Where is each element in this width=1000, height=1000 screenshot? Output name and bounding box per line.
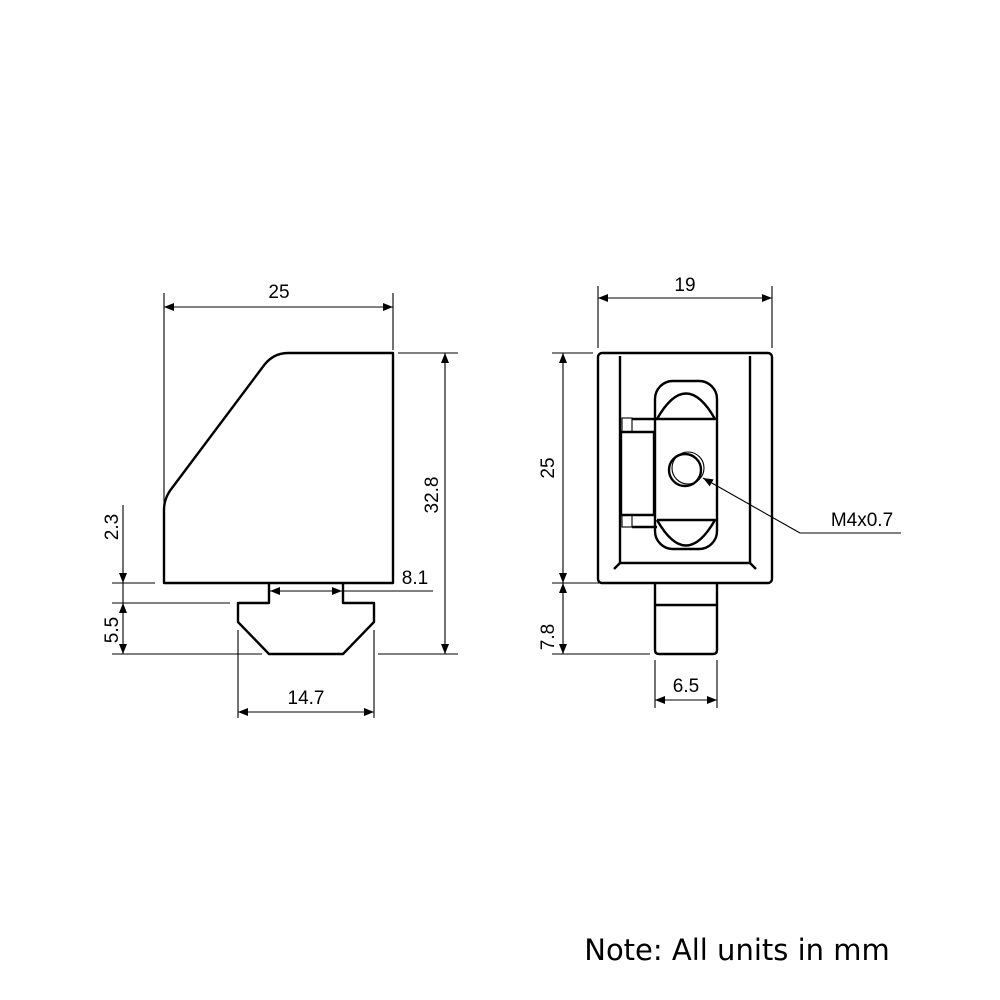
dim-step-label: 2.3 [102, 514, 123, 540]
t-nut-outline [236, 583, 376, 656]
dim-height-label: 32.8 [422, 477, 443, 514]
front-view: M4x0.7 19 25 7.8 6.5 [538, 275, 901, 708]
body-outline [162, 351, 395, 585]
dim-width-label: 19 [674, 275, 695, 296]
stem-outline [653, 583, 719, 656]
dim-neck-label: 8.1 [402, 568, 428, 589]
dim-slot-label: 5.5 [102, 617, 123, 643]
dim-stem-height-label: 7.8 [538, 624, 559, 650]
thread-hole-icon [667, 452, 703, 488]
body-outline [596, 351, 774, 585]
dim-height-label: 25 [538, 457, 559, 478]
dim-width-label: 25 [268, 282, 289, 303]
units-note: Note: All units in mm [584, 933, 889, 967]
thread-callout: M4x0.7 [831, 510, 893, 531]
dim-nut-label: 14.7 [288, 688, 325, 709]
side-view: 25 32.8 2.3 5.5 8.1 14.7 [102, 282, 458, 718]
dim-stem-width-label: 6.5 [673, 676, 699, 697]
